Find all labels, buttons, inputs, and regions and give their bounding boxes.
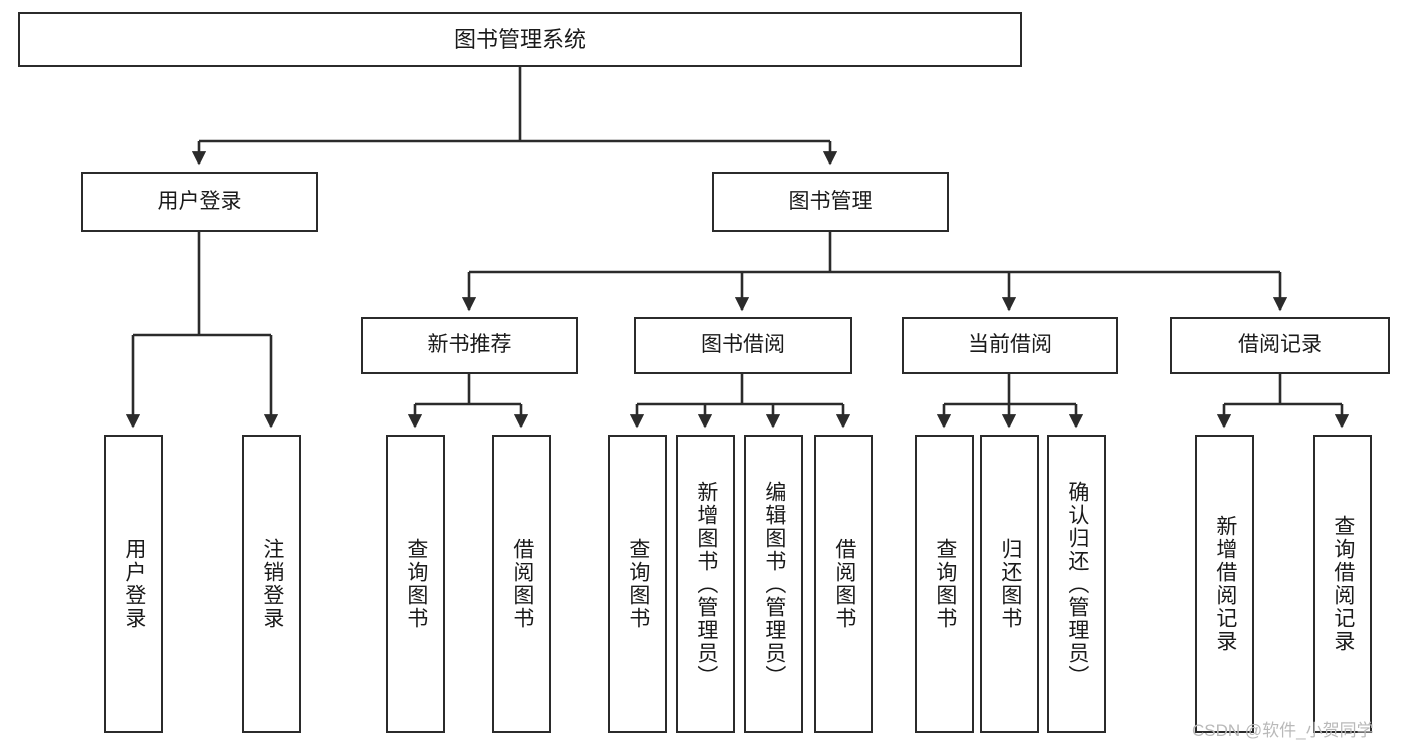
leaf-borrow-book-2-label: 借阅图书 [832, 538, 856, 630]
node-new-book-recommend-label: 新书推荐 [427, 333, 512, 357]
leaf-confirm-return[interactable]: 确认归还（管理员） [1047, 435, 1106, 733]
leaf-query-record-label: 查询借阅记录 [1331, 515, 1355, 653]
leaf-add-record-label: 新增借阅记录 [1213, 515, 1237, 653]
leaf-query-book-3-label: 查询图书 [933, 538, 957, 630]
node-root-label: 图书管理系统 [453, 26, 586, 52]
leaf-confirm-return-label: 确认归还（管理员） [1065, 480, 1089, 688]
leaf-return-book[interactable]: 归还图书 [980, 435, 1039, 733]
leaf-edit-book-label: 编辑图书（管理员） [762, 480, 786, 688]
node-user-login-label: 用户登录 [157, 189, 242, 213]
node-current-borrow-label: 当前借阅 [968, 333, 1052, 357]
leaf-edit-book[interactable]: 编辑图书（管理员） [744, 435, 803, 733]
node-borrow-record-label: 借阅记录 [1238, 333, 1322, 357]
node-book-management-label: 图书管理 [788, 189, 873, 213]
leaf-add-record[interactable]: 新增借阅记录 [1195, 435, 1254, 733]
leaf-add-book-label: 新增图书（管理员） [694, 480, 718, 688]
node-borrow-record[interactable]: 借阅记录 [1170, 317, 1390, 374]
leaf-query-book-3[interactable]: 查询图书 [915, 435, 974, 733]
leaf-user-login-label: 用户登录 [122, 538, 146, 630]
leaf-return-book-label: 归还图书 [998, 538, 1022, 630]
node-book-borrow-label: 图书借阅 [701, 333, 785, 357]
leaf-user-login[interactable]: 用户登录 [104, 435, 163, 733]
node-current-borrow[interactable]: 当前借阅 [902, 317, 1118, 374]
node-book-management[interactable]: 图书管理 [712, 172, 949, 232]
node-new-book-recommend[interactable]: 新书推荐 [361, 317, 578, 374]
leaf-borrow-book-1[interactable]: 借阅图书 [492, 435, 551, 733]
leaf-add-book[interactable]: 新增图书（管理员） [676, 435, 735, 733]
leaf-borrow-book-1-label: 借阅图书 [510, 538, 534, 630]
node-root[interactable]: 图书管理系统 [18, 12, 1022, 67]
leaf-query-book-2-label: 查询图书 [626, 538, 650, 630]
leaf-query-book-1[interactable]: 查询图书 [386, 435, 445, 733]
node-book-borrow[interactable]: 图书借阅 [634, 317, 852, 374]
leaf-query-book-2[interactable]: 查询图书 [608, 435, 667, 733]
leaf-query-book-1-label: 查询图书 [404, 538, 428, 630]
node-user-login[interactable]: 用户登录 [81, 172, 318, 232]
leaf-borrow-book-2[interactable]: 借阅图书 [814, 435, 873, 733]
leaf-query-record[interactable]: 查询借阅记录 [1313, 435, 1372, 733]
leaf-logout-login[interactable]: 注销登录 [242, 435, 301, 733]
leaf-logout-login-label: 注销登录 [260, 538, 284, 630]
